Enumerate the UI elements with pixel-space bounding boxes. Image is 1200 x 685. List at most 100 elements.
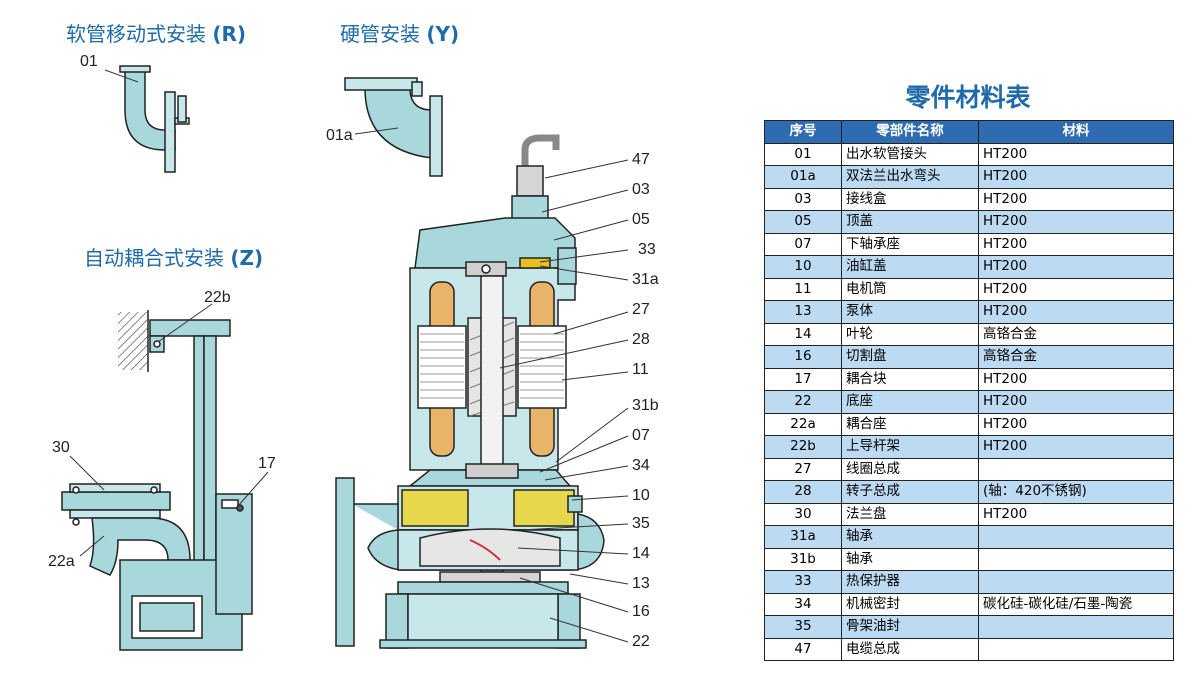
cell-part-name: 轴承 [841,547,979,571]
cell-number: 22 [764,390,842,414]
pump-diagram: 01 01a 22b 30 [48,53,659,651]
cell-part-name: 叶轮 [841,322,979,346]
callout-16: 16 [632,603,650,620]
cell-number: 31a [764,525,842,549]
coupling-assembly [61,310,253,651]
heading-hose-install: 软管移动式安装 (R) [66,18,246,47]
cell-part-name: 耦合座 [841,412,979,436]
cell-part-name: 顶盖 [841,210,979,234]
callout-05: 05 [632,211,650,228]
callout-33: 33 [638,241,656,258]
cell-material: HT200 [978,435,1174,459]
cell-material: HT200 [978,142,1174,166]
callout-47: 47 [632,151,650,168]
heading-hose-install-code: (R) [212,22,247,46]
cell-material: HT200 [978,367,1174,391]
callout-22: 22 [632,633,650,650]
callout-30: 30 [52,439,70,456]
cell-material: HT200 [978,412,1174,436]
cell-part-name: 上导杆架 [841,435,979,459]
heading-coupling-install-code: (Z) [230,246,264,270]
table-header-row: 序号 零部件名称 材料 [764,120,1174,144]
cell-part-name: 双法兰出水弯头 [841,165,979,189]
callout-01a: 01a [326,127,353,144]
cell-material [978,525,1174,549]
cell-material [978,615,1174,639]
cell-material: HT200 [978,300,1174,324]
cell-part-name: 机械密封 [841,592,979,616]
cell-number: 28 [764,480,842,504]
cell-number: 34 [764,592,842,616]
callout-13: 13 [632,575,650,592]
cell-number: 13 [764,300,842,324]
cell-part-name: 底座 [841,390,979,414]
cell-part-name: 电机筒 [841,277,979,301]
cell-material: HT200 [978,232,1174,256]
cell-number: 11 [764,277,842,301]
cell-number: 35 [764,615,842,639]
cell-part-name: 骨架油封 [841,615,979,639]
callout-10: 10 [632,487,650,504]
callout-31a: 31a [632,271,659,288]
col-header-number: 序号 [764,120,842,144]
cell-material: HT200 [978,165,1174,189]
callout-34: 34 [632,457,650,474]
cell-number: 10 [764,255,842,279]
col-header-part-name: 零部件名称 [841,120,979,144]
callout-14: 14 [632,545,650,562]
cell-material: 高铬合金 [978,322,1174,346]
cell-part-name: 油缸盖 [841,255,979,279]
heading-rigid-install-code: (Y) [426,22,460,46]
cell-part-name: 出水软管接头 [841,142,979,166]
heading-coupling-install: 自动耦合式安装 (Z) [84,242,263,271]
callout-07: 07 [632,427,650,444]
cell-material: HT200 [978,187,1174,211]
pump-leaders [499,159,629,643]
cell-material: HT200 [978,502,1174,526]
cell-number: 47 [764,637,842,661]
cell-part-name: 线圈总成 [841,457,979,481]
cell-number: 05 [764,210,842,234]
cell-number: 30 [764,502,842,526]
cell-part-name: 热保护器 [841,570,979,594]
cell-material [978,637,1174,661]
cell-number: 27 [764,457,842,481]
cell-number: 22b [764,435,842,459]
cell-part-name: 耦合块 [841,367,979,391]
cell-number: 22a [764,412,842,436]
callout-17: 17 [258,455,276,472]
cell-material [978,570,1174,594]
cell-part-name: 法兰盘 [841,502,979,526]
cell-material: HT200 [978,390,1174,414]
cell-number: 31b [764,547,842,571]
cell-number: 01a [764,165,842,189]
callout-22b: 22b [204,289,231,306]
cell-part-name: 转子总成 [841,480,979,504]
cell-number: 03 [764,187,842,211]
parts-table-title: 零件材料表 [905,83,1031,112]
cell-number: 16 [764,345,842,369]
cell-material: HT200 [978,210,1174,234]
cell-material: (轴：420不锈钢) [978,480,1174,504]
cell-material [978,457,1174,481]
pump-cross-section [335,134,605,649]
cell-part-name: 下轴承座 [841,232,979,256]
col-header-material: 材料 [978,120,1174,144]
cell-number: 14 [764,322,842,346]
cell-part-name: 接线盒 [841,187,979,211]
